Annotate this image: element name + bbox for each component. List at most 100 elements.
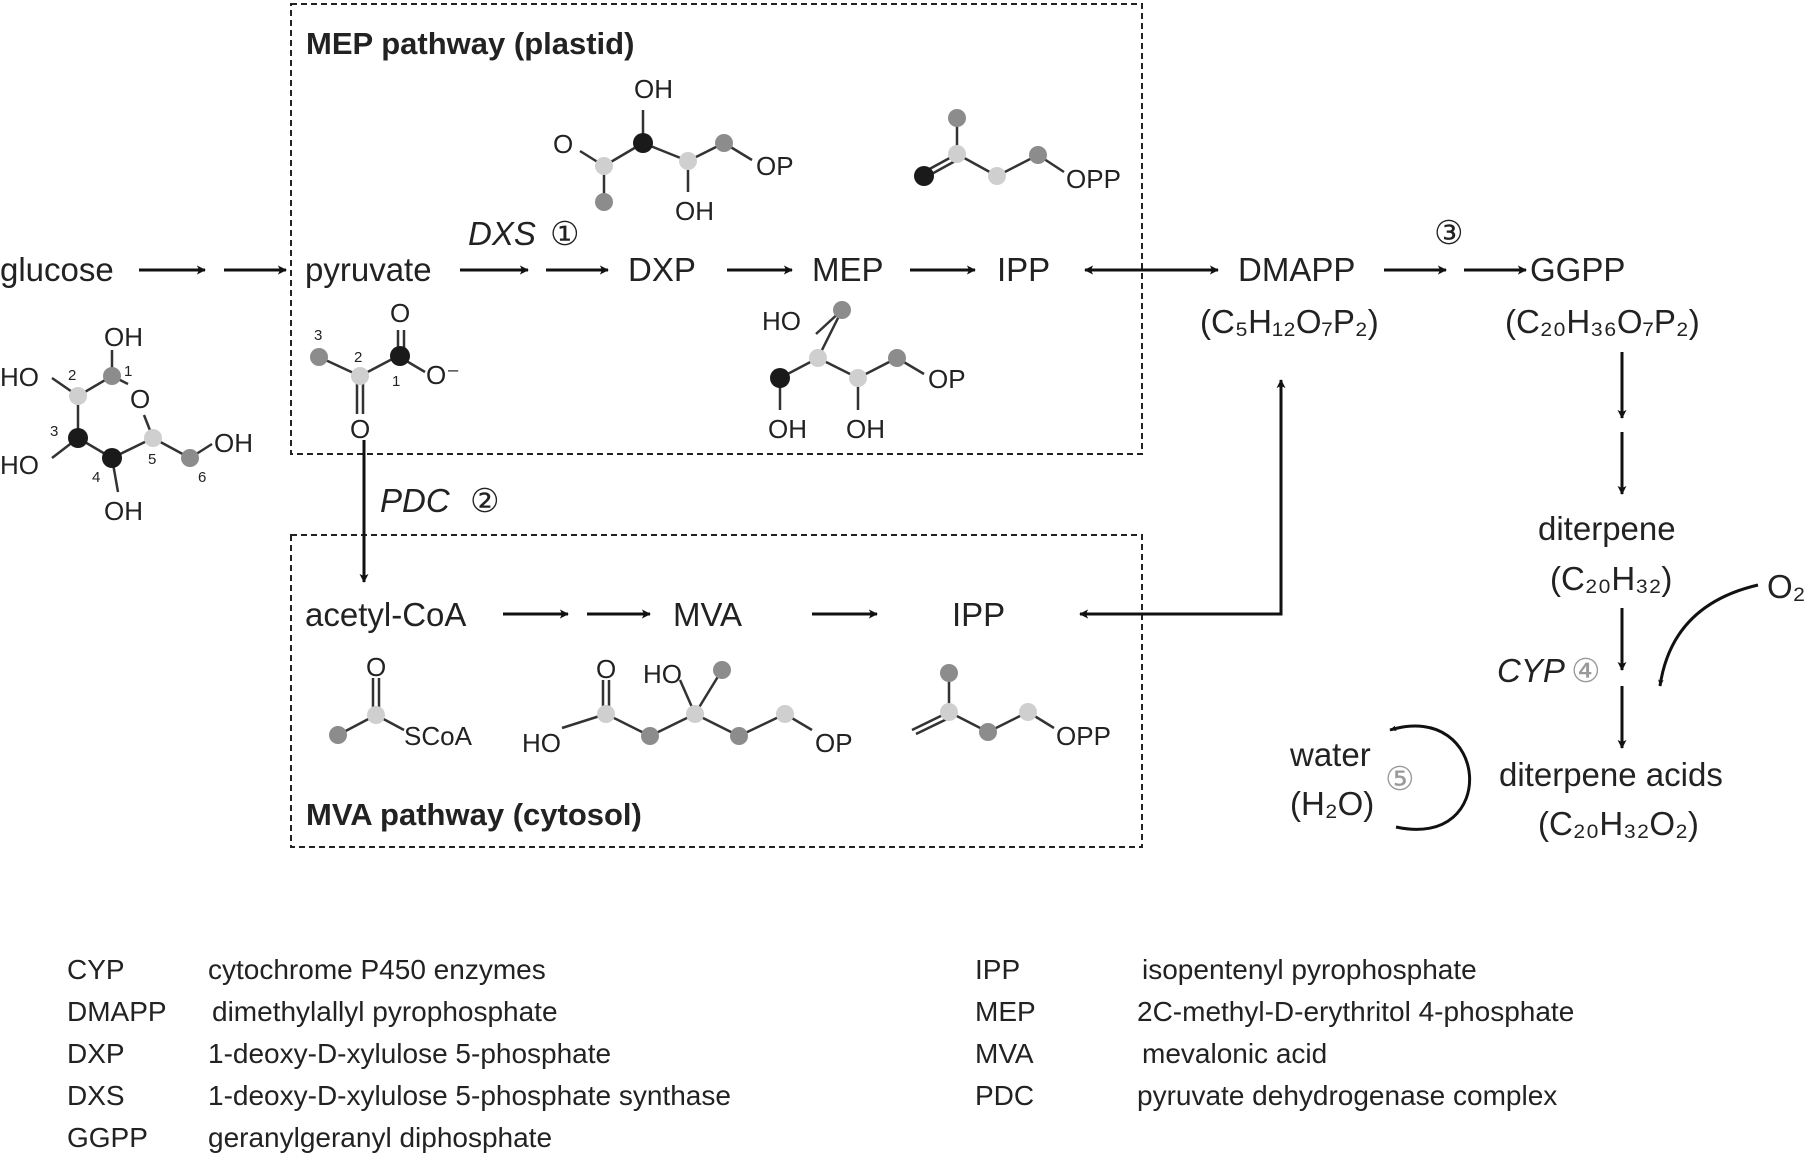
water-formula: (H₂O) (1290, 785, 1374, 822)
ipp-cytosol-structure: OPP (911, 664, 1111, 751)
reaction-arrows (139, 265, 1759, 831)
glucose-ho-3: HO (0, 450, 39, 480)
legend: CYP cytochrome P450 enzymes DMAPP dimeth… (67, 954, 1574, 1153)
mva-pathway-box (290, 534, 1143, 848)
legend-full: isopentenyl pyrophosphate (1142, 954, 1477, 985)
mva-o: O (596, 654, 616, 684)
pyruvate-c3: 3 (314, 327, 322, 344)
pyruvate-label: pyruvate (305, 251, 432, 288)
legend-full: cytochrome P450 enzymes (208, 954, 546, 985)
diterpene-label: diterpene (1538, 510, 1676, 547)
pdc-step-number: ② (470, 482, 500, 519)
legend-abbr: DXS (67, 1080, 125, 1111)
diterpene-formula: (C₂₀H₃₂) (1550, 560, 1672, 597)
legend-full: pyruvate dehydrogenase complex (1137, 1080, 1557, 1111)
pdc-enzyme-label: PDC (380, 482, 451, 519)
mva-ho-acid: HO (522, 728, 561, 758)
pyruvate-o-bottom: O (350, 414, 370, 444)
mva-ho: HO (643, 659, 682, 689)
legend-full: 1-deoxy-D-xylulose 5-phosphate (208, 1038, 611, 1069)
arrow-ipp-cytosol-dmapp (1079, 379, 1286, 619)
dxp-structure: O OH OH OP (553, 74, 794, 226)
mep-pathway-box (290, 3, 1143, 455)
mep-structure: HO OH OH OP (762, 301, 966, 444)
acetyl-coa-scoa: SCoA (404, 721, 473, 751)
pyruvate-o-top: O (390, 298, 410, 328)
glucose-ring-o: O (130, 384, 150, 414)
mep-ho: HO (762, 306, 801, 336)
glucose-structure: OH HO O HO OH OH 1 2 3 4 5 6 (0, 322, 253, 526)
step-3-number: ③ (1434, 214, 1464, 251)
water-label: water (1289, 736, 1371, 773)
glucose-c4: 4 (92, 469, 100, 486)
ipp-cytosol-label: IPP (952, 596, 1005, 633)
mep-oh-right: OH (846, 414, 885, 444)
acetyl-coa-o: O (366, 652, 386, 682)
mep-label: MEP (812, 251, 884, 288)
mva-pathway-title: MVA pathway (cytosol) (306, 797, 642, 832)
pyruvate-c1: 1 (392, 373, 400, 390)
dxp-label: DXP (628, 251, 696, 288)
legend-abbr: CYP (67, 954, 125, 985)
ipp-cytosol-opp: OPP (1056, 721, 1111, 751)
ipp-plastid-structure: OPP (914, 109, 1121, 194)
legend-full: 1-deoxy-D-xylulose 5-phosphate synthase (208, 1080, 731, 1111)
dxp-oh-bottom: OH (675, 196, 714, 226)
glucose-c3: 3 (50, 423, 58, 440)
ipp-plastid-opp: OPP (1066, 164, 1121, 194)
pyruvate-c2: 2 (354, 349, 362, 366)
dxs-enzyme-label: DXS (468, 215, 536, 252)
dxp-o: O (553, 129, 573, 159)
mva-label: MVA (673, 596, 742, 633)
legend-abbr: MEP (975, 996, 1036, 1027)
diterpene-acids-label: diterpene acids (1499, 756, 1723, 793)
acetyl-coa-structure: O SCoA (329, 652, 473, 751)
legend-full: mevalonic acid (1142, 1038, 1327, 1069)
legend-abbr: MVA (975, 1038, 1034, 1069)
glucose-c2: 2 (68, 367, 76, 384)
ipp-plastid-label: IPP (997, 251, 1050, 288)
legend-full: 2C-methyl-D-erythritol 4-phosphate (1137, 996, 1574, 1027)
dxs-step-number: ① (550, 215, 580, 252)
mep-pathway-title: MEP pathway (plastid) (306, 26, 634, 61)
dxp-oh-top: OH (634, 74, 673, 104)
step-5-number: ⑤ (1385, 760, 1415, 797)
ggpp-label: GGPP (1530, 251, 1625, 288)
legend-full: dimethylallyl pyrophosphate (212, 996, 558, 1027)
legend-abbr: DMAPP (67, 996, 167, 1027)
arrow-water-cycle (1389, 724, 1471, 831)
glucose-oh-1: OH (104, 322, 143, 352)
ggpp-formula: (C₂₀H₃₆O₇P₂) (1505, 303, 1700, 340)
glucose-c5: 5 (148, 451, 156, 468)
glucose-ho-2: HO (0, 362, 39, 392)
oxygen-label: O₂ (1767, 568, 1805, 605)
glucose-oh-6: OH (214, 428, 253, 458)
dmapp-formula: (C₅H₁₂O₇P₂) (1200, 303, 1379, 340)
mva-structure: O HO HO OP (522, 654, 853, 758)
pyruvate-structure: O O⁻ O 3 2 1 (310, 298, 460, 444)
diterpene-acids-formula: (C₂₀H₃₂O₂) (1538, 805, 1699, 842)
glucose-oh-4: OH (104, 496, 143, 526)
legend-abbr: DXP (67, 1038, 125, 1069)
legend-abbr: PDC (975, 1080, 1034, 1111)
cyp-enzyme-label: CYP (1497, 652, 1565, 689)
legend-left-column: CYP cytochrome P450 enzymes DMAPP dimeth… (67, 954, 731, 1153)
legend-abbr: GGPP (67, 1122, 148, 1153)
dmapp-label: DMAPP (1238, 251, 1355, 288)
cyp-step-number: ④ (1571, 652, 1601, 689)
dxp-op: OP (756, 151, 794, 181)
mep-op: OP (928, 364, 966, 394)
legend-right-column: IPP isopentenyl pyrophosphate MEP 2C-met… (975, 954, 1574, 1111)
glucose-c6: 6 (198, 469, 206, 486)
pyruvate-o-minus: O⁻ (426, 360, 460, 390)
legend-abbr: IPP (975, 954, 1020, 985)
mva-op: OP (815, 728, 853, 758)
glucose-c1: 1 (124, 363, 132, 380)
acetyl-coa-label: acetyl-CoA (305, 596, 466, 633)
legend-full: geranylgeranyl diphosphate (208, 1122, 552, 1153)
arrow-oxygen (1658, 583, 1759, 687)
mep-oh-left: OH (768, 414, 807, 444)
glucose-label: glucose (0, 251, 114, 288)
